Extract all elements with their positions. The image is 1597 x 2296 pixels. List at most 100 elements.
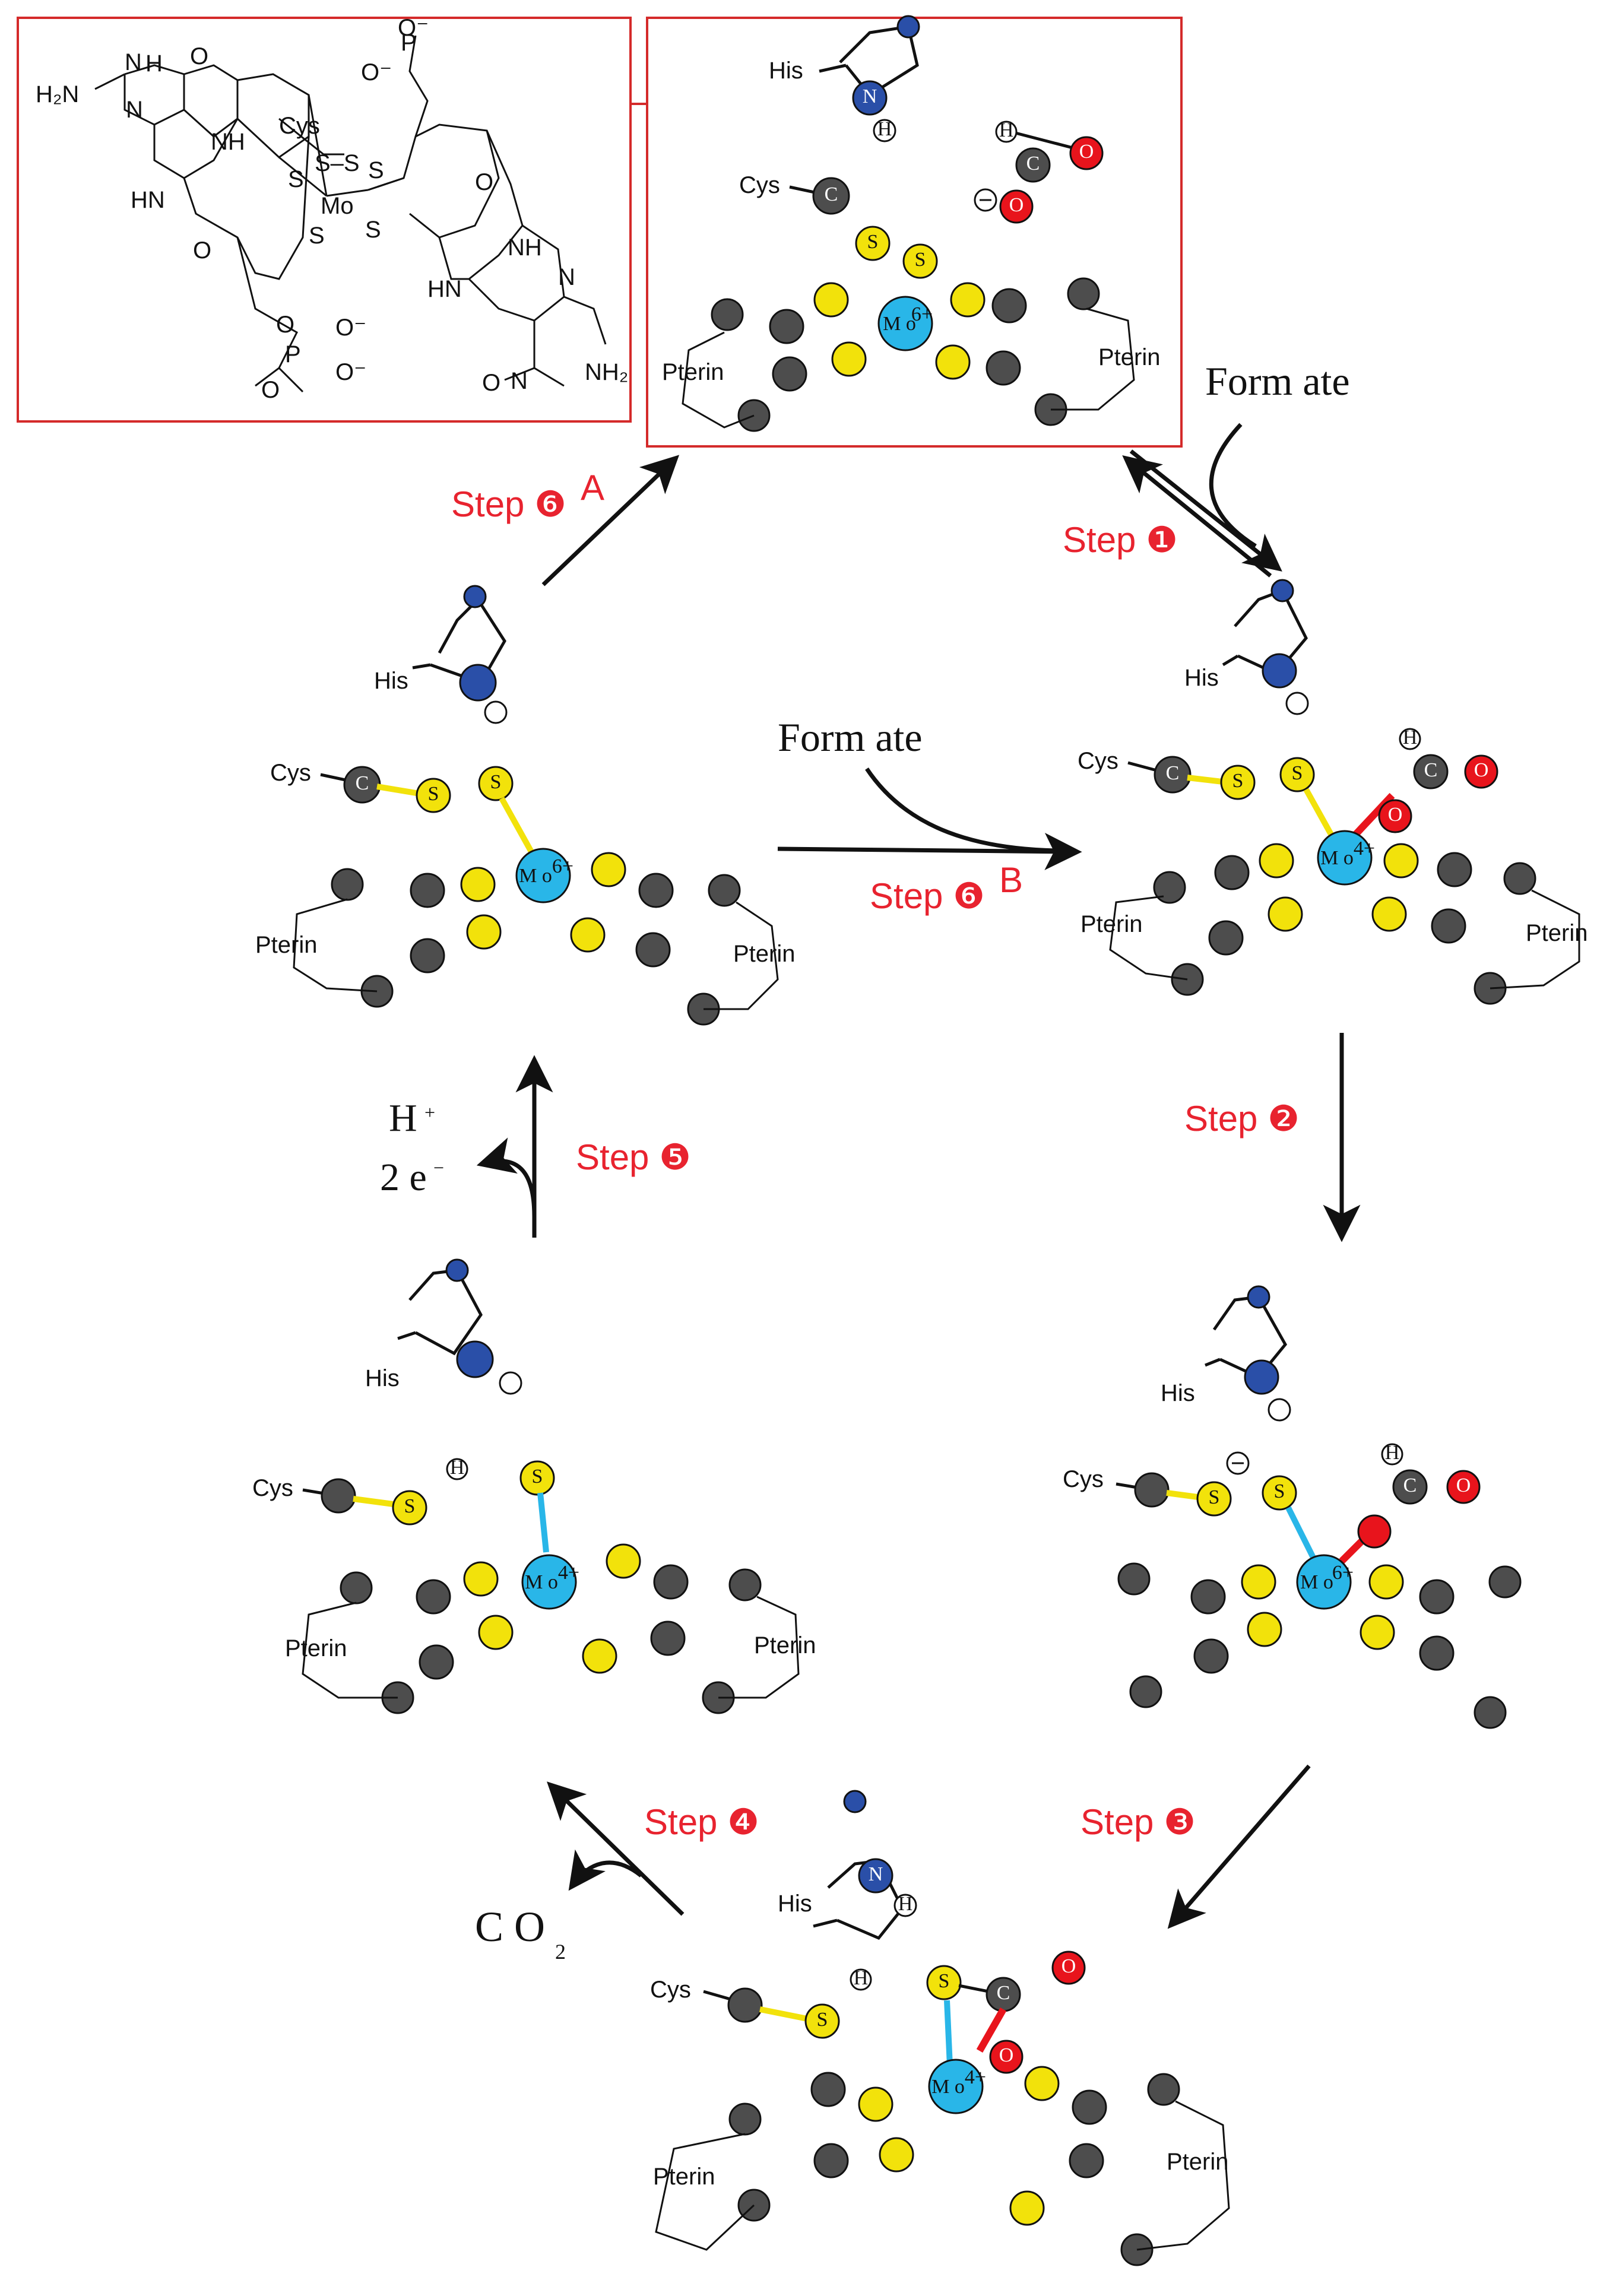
sulfur-atom — [466, 914, 502, 950]
s-label: S — [532, 1466, 543, 1488]
sulfur-atom — [855, 226, 891, 261]
s-label: S — [1292, 762, 1303, 784]
bond-line — [397, 1331, 416, 1340]
inset-box-model — [646, 17, 1183, 448]
o-label: O — [1474, 759, 1489, 781]
inset-nh-2: NH — [508, 234, 542, 261]
s-label: S — [817, 2009, 828, 2031]
step-6a-label: Step ❻ — [451, 484, 566, 524]
h-label: H — [1385, 1442, 1400, 1464]
pterin-label-left: Pterin — [1080, 911, 1143, 937]
oxygen-atom — [1464, 754, 1498, 789]
bond-line — [504, 367, 535, 381]
sulfur-atom — [1371, 896, 1407, 932]
o-label: O — [1388, 804, 1403, 826]
carbon-atom — [1503, 862, 1536, 895]
mo-label: M o — [931, 2076, 965, 2098]
formate-o-label: O — [1079, 141, 1094, 163]
nitrogen-atom — [852, 80, 888, 116]
sulfur-atom — [1024, 2066, 1060, 2101]
carbon-atom — [340, 1571, 373, 1604]
s-label: S — [939, 1970, 950, 1992]
sulfur-atom — [1368, 1564, 1404, 1600]
step-6b-superscript: B — [999, 860, 1023, 900]
nitrogen-atom — [463, 585, 487, 608]
inset-nh-1: NH — [211, 129, 245, 155]
carbon-atom — [1419, 1579, 1455, 1615]
step-6b-label: Step ❻ — [870, 876, 985, 916]
molybdenum-atom — [1296, 1554, 1352, 1610]
h-label: H — [450, 1457, 465, 1479]
bond-line — [1222, 654, 1239, 667]
state-formate-bound-mo4: His Cys C S S O C O H M o 4+ — [1078, 579, 1588, 1005]
carbon-atom — [1214, 855, 1250, 890]
bond-line — [944, 2000, 953, 2066]
hydrogen-atom — [484, 700, 508, 724]
inset-o-minus-4: O⁻ — [335, 359, 366, 385]
group — [1117, 1562, 1522, 1729]
bond-line — [408, 35, 429, 137]
bond-line — [1109, 895, 1188, 981]
sulfur-atom — [1247, 1612, 1282, 1647]
carbon-atom — [1437, 852, 1472, 887]
electrons-label: 2 e — [380, 1156, 427, 1199]
carbon-atom — [1488, 1565, 1522, 1599]
molybdenum-atom — [877, 296, 933, 351]
hydrogen-atom — [995, 120, 1018, 143]
carbon-atom — [711, 298, 744, 331]
oxygen-atom — [1446, 1470, 1481, 1504]
cys-label: Cys — [739, 172, 780, 198]
mo-label: M o — [883, 313, 916, 335]
mo-oxidation-label: 4+ — [558, 1562, 579, 1584]
his-label: His — [1161, 1380, 1195, 1406]
carbon-atom — [1193, 1638, 1229, 1674]
pterin-label-left: Pterin — [285, 1635, 347, 1661]
inset-o-minus-1: O⁻ — [398, 15, 429, 41]
sulfur-atom — [1279, 757, 1315, 792]
carbon-atom — [419, 1644, 454, 1680]
step-5-label: Step ❺ — [576, 1137, 691, 1177]
formate-label-center: Form ate — [778, 715, 923, 760]
carbon-atom — [986, 350, 1021, 386]
c-label: C — [997, 1982, 1010, 2004]
inset-n-1: N — [125, 49, 142, 75]
oxygen-atom — [989, 2040, 1024, 2074]
oxygen-atom — [1051, 1951, 1086, 1985]
nitrogen-atom — [1247, 1285, 1270, 1309]
carbon-atom — [727, 1987, 763, 2023]
sulfur-atom — [478, 766, 514, 801]
oxygen-atom — [1357, 1514, 1392, 1549]
nitrogen-atom — [459, 664, 497, 702]
group — [858, 2066, 1060, 2226]
sulfur-atom — [463, 1561, 499, 1597]
carbon-atom — [1067, 277, 1100, 310]
pterin-label-right: Pterin — [1167, 2149, 1229, 2175]
reaction-arrows — [476, 423, 1361, 1929]
bond-line — [308, 94, 328, 196]
inset-o-2: O — [193, 237, 211, 264]
molybdenum-atom — [1317, 830, 1373, 886]
carbon-atom — [1154, 756, 1192, 794]
his-label: His — [365, 1365, 400, 1391]
cys-label: Cys — [252, 1475, 293, 1501]
group: H₂N N N H O NH HN O S S Mo Cys S–S S S O… — [36, 15, 628, 403]
inset-n-2: N — [126, 97, 143, 123]
step-4-label: Step ❹ — [644, 1802, 759, 1842]
c-label: C — [1166, 762, 1180, 784]
inset-o-3: O — [475, 169, 493, 195]
group — [278, 118, 344, 156]
inset-nh2: NH₂ — [585, 359, 628, 385]
step-2-label: Step ❷ — [1184, 1099, 1300, 1139]
inset-cys: Cys — [279, 113, 320, 139]
carbon-atom — [1190, 1579, 1226, 1615]
formate-c-label: C — [1026, 153, 1040, 175]
oxygen-atom — [999, 189, 1034, 224]
group — [463, 1543, 641, 1674]
hydrogen-atom — [1268, 1398, 1291, 1422]
carbon-atom — [1208, 920, 1244, 956]
carbon-atom — [708, 874, 741, 907]
group — [728, 2072, 1180, 2266]
sulfur-atom — [950, 282, 986, 318]
group — [813, 282, 986, 380]
co2-label: C O — [475, 1903, 545, 1951]
